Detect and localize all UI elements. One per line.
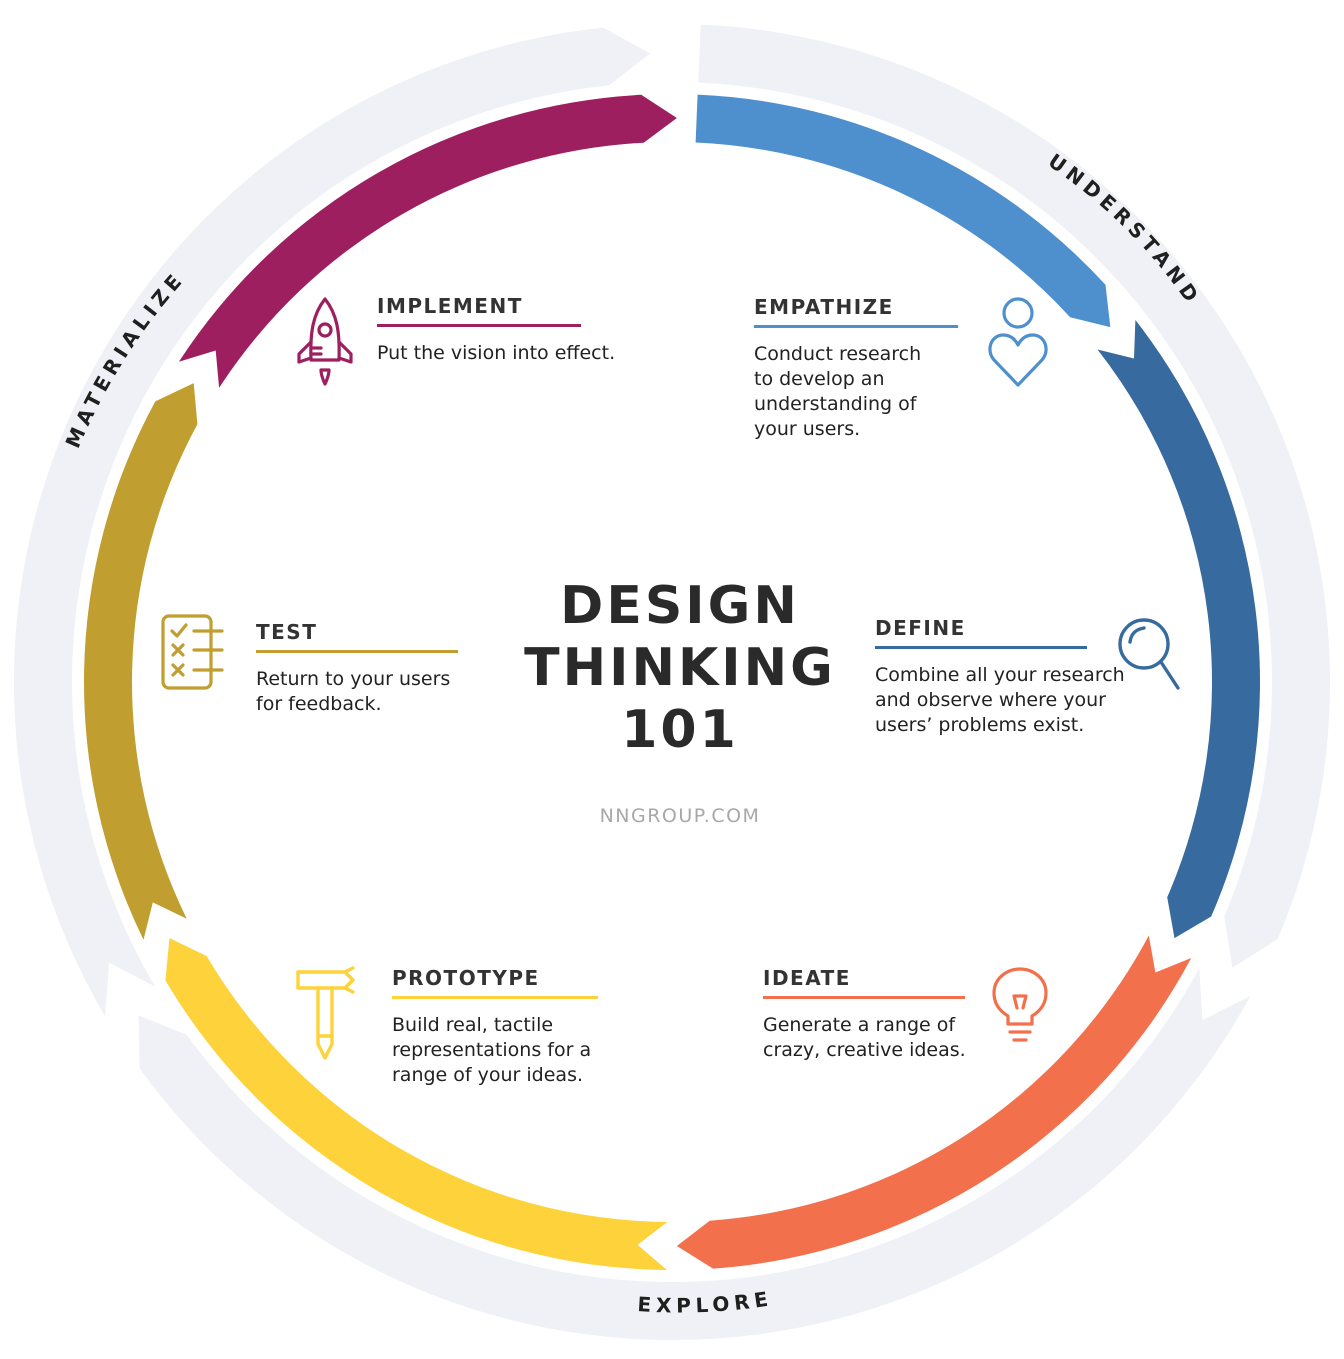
desc-line: understanding of	[754, 393, 917, 415]
desc-line: Conduct research	[754, 343, 922, 365]
desc-line: representations for a	[392, 1039, 592, 1061]
stage-test-title: TEST	[256, 620, 318, 644]
title-line-1: DESIGN	[560, 576, 800, 636]
desc-line: range of your ideas.	[392, 1064, 584, 1086]
arrow-prototype	[165, 938, 668, 1270]
desc-line: Combine all your research	[875, 664, 1125, 686]
hammer-pencil-icon	[296, 966, 355, 1060]
outer-phase-ring	[13, 24, 1331, 1341]
stage-empathize-title: EMPATHIZE	[754, 295, 894, 319]
stage-define-desc: Combine all your research and observe wh…	[875, 663, 1145, 738]
stage-empathize-desc: Conduct research to develop an understan…	[754, 342, 974, 442]
arrow-implement	[178, 94, 677, 388]
stage-test-rule	[256, 650, 458, 653]
stage-prototype-title: PROTOTYPE	[392, 966, 540, 990]
stage-implement-title: IMPLEMENT	[377, 294, 523, 318]
desc-line: for feedback.	[256, 693, 382, 715]
stage-implement: IMPLEMENT Put the vision into effect.	[377, 294, 637, 366]
stage-define-rule	[875, 646, 1087, 649]
stage-prototype-desc: Build real, tactile representations for …	[392, 1013, 632, 1088]
arrow-ideate	[676, 935, 1192, 1269]
arrow-define	[1097, 320, 1261, 939]
magnifier-icon	[1118, 618, 1180, 690]
desc-line: Return to your users	[256, 668, 451, 690]
desc-line: Put the vision into effect.	[377, 342, 616, 364]
outer-arc-understand	[698, 24, 1331, 968]
title-line-2: THINKING	[524, 638, 836, 698]
desc-line: crazy, creative ideas.	[763, 1039, 966, 1061]
stage-implement-desc: Put the vision into effect.	[377, 341, 637, 366]
title-line-3: 101	[621, 700, 739, 760]
lightbulb-icon	[992, 967, 1048, 1042]
checklist-icon	[161, 614, 224, 690]
stage-ideate-desc: Generate a range of crazy, creative idea…	[763, 1013, 1003, 1063]
desc-line: your users.	[754, 418, 861, 440]
stage-test-desc: Return to your users for feedback.	[256, 667, 476, 717]
stage-empathize-rule	[754, 325, 958, 328]
stage-prototype: PROTOTYPE Build real, tactile representa…	[392, 966, 632, 1088]
person-heart-icon	[988, 297, 1048, 387]
outer-arc-explore	[138, 968, 1251, 1341]
desc-line: Build real, tactile	[392, 1014, 554, 1036]
stage-ideate: IDEATE Generate a range of crazy, creati…	[763, 966, 1003, 1063]
desc-line: to develop an	[754, 368, 885, 390]
desc-line: users’ problems exist.	[875, 714, 1085, 736]
stage-empathize: EMPATHIZE Conduct research to develop an…	[754, 295, 974, 442]
stage-define-title: DEFINE	[875, 616, 966, 640]
arrow-empathize	[695, 94, 1111, 328]
rocket-icon	[297, 297, 353, 386]
arrow-test	[83, 383, 198, 940]
stage-prototype-rule	[392, 996, 598, 999]
stage-arrow-ring	[83, 94, 1261, 1270]
diagram-title: DESIGN THINKING 101 NNGROUP.COM	[480, 575, 880, 827]
stage-define: DEFINE Combine all your research and obs…	[875, 616, 1145, 738]
stage-ideate-rule	[763, 996, 965, 999]
stage-ideate-title: IDEATE	[763, 966, 851, 990]
desc-line: Generate a range of	[763, 1014, 956, 1036]
stage-implement-rule	[377, 324, 581, 327]
desc-line: and observe where your	[875, 689, 1106, 711]
outer-arc-materialize	[13, 27, 650, 1017]
source-label: NNGROUP.COM	[599, 805, 761, 827]
stage-test: TEST Return to your users for feedback.	[256, 620, 476, 717]
